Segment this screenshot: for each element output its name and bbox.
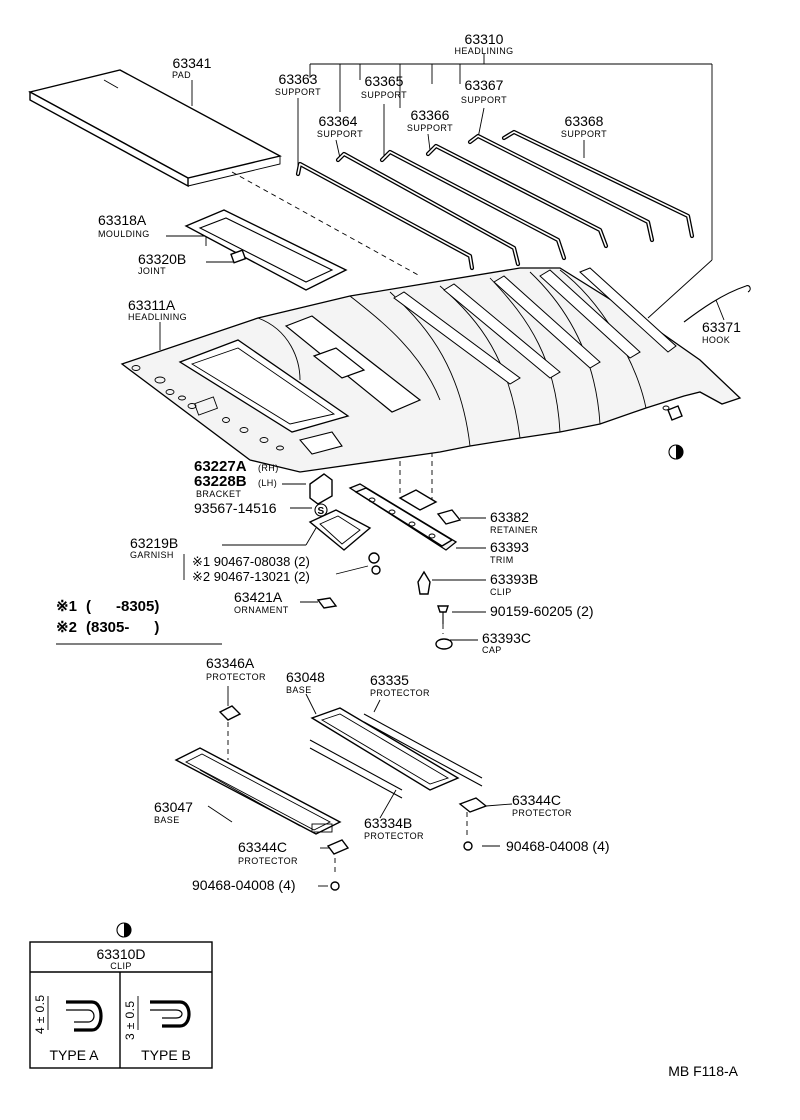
callout-63344c-right-label: PROTECTOR [512, 808, 572, 818]
pad-part [28, 69, 282, 188]
callout-labels: 63310 HEADLINING 63341 PAD 63363 SUPPORT… [98, 31, 741, 893]
callout-90159-num: 90159-60205 (2) [490, 603, 594, 619]
inset-num: 63310D [96, 946, 145, 962]
inset-label: CLIP [110, 961, 132, 971]
callout-63311a-label: HEADLINING [128, 312, 187, 322]
callout-63393-label: TRIM [490, 555, 514, 565]
clip-screw-cap [417, 570, 453, 650]
callout-63320b-num: 63320B [138, 251, 186, 267]
callout-63393c-num: 63393C [482, 630, 531, 646]
callout-63382-num: 63382 [490, 509, 529, 525]
callout-63318a-num: 63318A [98, 212, 147, 228]
callout-63393b-num: 63393B [490, 571, 538, 587]
inset-type-a: TYPE A [49, 1047, 99, 1063]
callout-63318a-label: MOULDING [98, 229, 150, 239]
inset-dim-b: 3 ± 0.5 [123, 1001, 137, 1040]
inset-dim-a: 4 ± 0.5 [33, 995, 47, 1034]
callout-63335-num: 63335 [370, 672, 409, 688]
callout-63219b-label: GARNISH [130, 550, 174, 560]
callout-63048-num: 63048 [286, 669, 325, 685]
callout-63382-label: RETAINER [490, 525, 538, 535]
moulding-part [184, 209, 348, 291]
callout-63227a-num: 63227A [194, 458, 247, 475]
garnish-part [308, 509, 381, 575]
callout-63393c-label: CAP [482, 645, 502, 655]
callout-63228b-num: 63228B [194, 473, 247, 490]
callout-63346a-label: PROTECTOR [206, 672, 266, 682]
base-63047 [174, 747, 342, 835]
headlining-part [120, 267, 742, 473]
callout-63320b-label: JOINT [138, 266, 166, 276]
protector-63346a [218, 705, 242, 721]
clip-symbols [116, 405, 684, 938]
callout-93567-num: 93567-14516 [194, 500, 277, 516]
callout-63364-num: 63364 [319, 113, 358, 129]
bracket-part: S [309, 473, 333, 517]
callout-63047-label: BASE [154, 815, 180, 825]
callout-63227a-suffix: (RH) [258, 463, 279, 473]
legend: ※1 ( -8305) ※2 (8305- ) [56, 598, 222, 645]
callout-63367-num: 63367 [465, 77, 504, 93]
callout-63363-label: SUPPORT [275, 87, 321, 97]
callout-63367-label: SUPPORT [461, 95, 507, 105]
callout-63346a-num: 63346A [206, 655, 255, 671]
callout-63334b-num: 63334B [364, 815, 412, 831]
callout-90468-left-num: 90468-04008 (4) [192, 877, 296, 893]
callout-90467-a: ※1 90467-08038 (2) [192, 554, 310, 569]
callout-63371-num: 63371 [702, 319, 741, 335]
callout-63048-label: BASE [286, 685, 312, 695]
callout-63228b-suffix: (LH) [258, 478, 277, 488]
legend-row2-mark: ※2 [56, 619, 77, 636]
callout-63341-num: 63341 [173, 55, 212, 71]
callout-63393b-label: CLIP [490, 587, 512, 597]
callout-63310-label: HEADLINING [454, 46, 513, 56]
callout-63368-label: SUPPORT [561, 129, 607, 139]
s-mark: S [317, 506, 324, 517]
callout-63344c-left-label: PROTECTOR [238, 856, 298, 866]
base-63048 [309, 707, 488, 891]
callout-63393-num: 63393 [490, 539, 529, 555]
clip-inset: 63310D CLIP 4 ± 0.5 3 ± 0.5 TYPE A TYPE … [29, 941, 213, 1069]
diagram-code: MB F118-A [668, 1063, 738, 1079]
ornament-part [316, 597, 338, 609]
callout-63365-label: SUPPORT [361, 90, 407, 100]
callout-63364-label: SUPPORT [317, 129, 363, 139]
callout-63421a-num: 63421A [234, 589, 283, 605]
callout-63047-num: 63047 [154, 799, 193, 815]
legend-row1-mark: ※1 [56, 598, 77, 615]
callout-90468-right-num: 90468-04008 (4) [506, 838, 610, 854]
hook-part [683, 285, 751, 323]
legend-row2-range: (8305- ) [86, 619, 159, 636]
callout-63310-num: 63310 [465, 31, 504, 47]
callout-63344c-right-num: 63344C [512, 792, 561, 808]
leader-lines [159, 54, 725, 887]
callout-63344c-left-num: 63344C [238, 839, 287, 855]
callout-63365-num: 63365 [365, 73, 404, 89]
inset-type-b: TYPE B [141, 1047, 191, 1063]
callout-63341-label: PAD [172, 70, 191, 80]
callout-63363-num: 63363 [279, 71, 318, 87]
callout-63366-num: 63366 [411, 107, 450, 123]
callout-63311a-num: 63311A [128, 297, 176, 313]
callout-63228b-label: BRACKET [196, 489, 241, 499]
callout-63334b-label: PROTECTOR [364, 831, 424, 841]
support-rods [295, 129, 695, 271]
callout-63335-label: PROTECTOR [370, 688, 430, 698]
callout-90467-b: ※2 90467-13021 (2) [192, 569, 310, 584]
callout-63219b-num: 63219B [130, 535, 178, 551]
callout-63371-label: HOOK [702, 335, 730, 345]
callout-63368-num: 63368 [565, 113, 604, 129]
callout-63421a-label: ORNAMENT [234, 605, 289, 615]
callout-63366-label: SUPPORT [407, 123, 453, 133]
legend-row1-range: ( -8305) [86, 598, 159, 615]
trim-part [348, 483, 462, 551]
